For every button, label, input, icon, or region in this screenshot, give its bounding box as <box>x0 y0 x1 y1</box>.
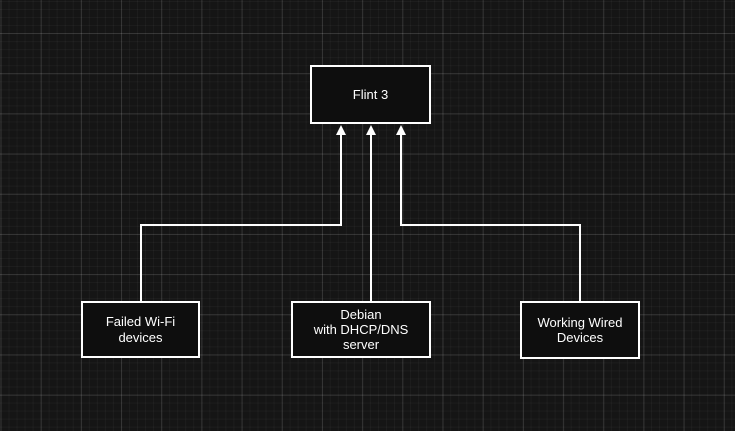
node-flint3-label: Flint 3 <box>352 86 389 102</box>
node-debian-dhcp-dns-server-label: Debian with DHCP/DNS server <box>313 306 409 353</box>
node-failed-wifi-devices-label: Failed Wi-Fi devices <box>105 314 176 345</box>
connector-failed-wifi-to-flint3[interactable] <box>140 125 346 301</box>
node-working-wired-devices-label: Working Wired Devices <box>537 314 623 345</box>
node-debian-dhcp-dns-server[interactable]: Debian with DHCP/DNS server <box>291 301 431 358</box>
node-flint3[interactable]: Flint 3 <box>310 65 431 124</box>
node-failed-wifi-devices[interactable]: Failed Wi-Fi devices <box>81 301 200 358</box>
connector-working-wired-to-flint3[interactable] <box>396 125 581 301</box>
node-working-wired-devices[interactable]: Working Wired Devices <box>520 301 640 359</box>
